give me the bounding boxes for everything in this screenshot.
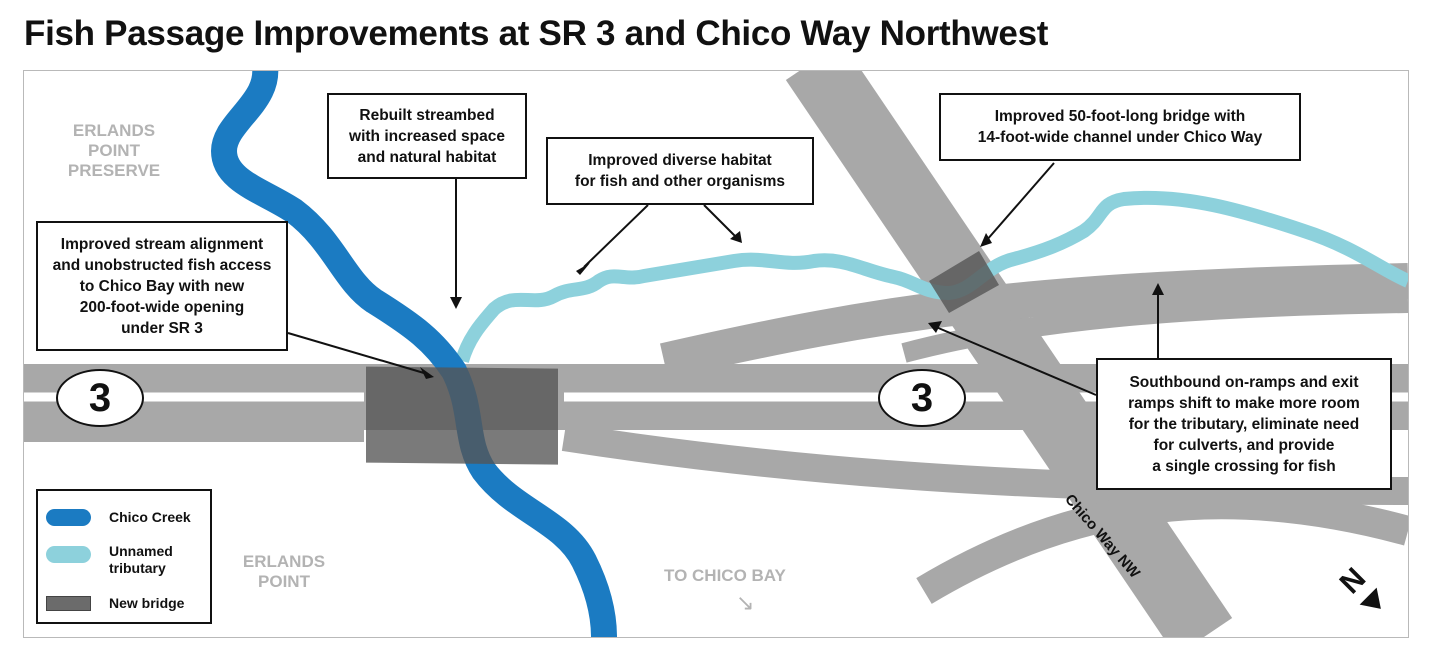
- callout-line: a single crossing for fish: [1152, 457, 1336, 475]
- tributary-stream: [455, 190, 1408, 364]
- callout-line: 200-foot-wide opening: [79, 298, 245, 316]
- callout-line: ramps shift to make more room: [1128, 394, 1360, 412]
- legend-label: New bridge: [109, 595, 185, 611]
- callout-line: 14-foot-wide channel under Chico Way: [977, 129, 1263, 146]
- north-arrow-icon: N: [1334, 562, 1381, 609]
- place-line: POINT: [88, 141, 140, 160]
- ramp-upper: [660, 263, 1408, 379]
- callout-line: Improved 50-foot-long bridge with: [994, 108, 1246, 125]
- map-legend: Chico Creek Unnamed tributary New bridge: [36, 489, 212, 624]
- to-chico-bay-label: TO CHICO BAY: [664, 566, 786, 585]
- callout-line: Improved diverse habitat: [588, 152, 772, 169]
- chico-way-road: [785, 71, 1233, 637]
- legend-label: Chico Creek: [109, 509, 191, 525]
- legend-label: Unnamed tributary: [109, 543, 173, 576]
- chico-creek: [211, 71, 617, 637]
- place-line: ERLANDS: [242, 552, 326, 571]
- callout-line: for fish and other organisms: [574, 173, 786, 190]
- place-erlands-point-preserve: ERLANDS POINT PRESERVE: [54, 121, 174, 181]
- sr3-shield-east: 3: [878, 369, 966, 427]
- tributary-swatch: [46, 545, 91, 563]
- place-line: POINT: [258, 572, 310, 591]
- callout-line: to Chico Bay with new: [79, 277, 245, 295]
- leader-arrowheads: [420, 231, 1164, 379]
- page-title: Fish Passage Improvements at SR 3 and Ch…: [24, 14, 1049, 53]
- new-bridge-swatch: [46, 596, 91, 611]
- map[interactable]: ERLANDS POINT PRESERVE ERLANDS POINT 3 3…: [23, 70, 1409, 638]
- callout-line: Rebuilt streambed: [359, 106, 495, 124]
- callout-line: and natural habitat: [357, 148, 497, 166]
- svg-text:N: N: [1334, 562, 1373, 601]
- legend-item-new-bridge: New bridge: [46, 595, 184, 612]
- callout-line: Southbound on-ramps and exit: [1129, 373, 1359, 391]
- callout-line: with increased space: [349, 127, 505, 145]
- place-erlands-point: ERLANDS POINT: [229, 552, 339, 592]
- callout-line: for the tributary, eliminate need: [1128, 415, 1360, 433]
- ramp-upper-2: [901, 293, 1408, 363]
- ramp-lower-2: [916, 489, 1408, 604]
- callout-alignment: Improved stream alignment and unobstruct…: [36, 221, 288, 351]
- new-bridge-chico-way: [929, 251, 999, 313]
- callout-line: for culverts, and provide: [1153, 436, 1335, 454]
- place-line: ERLANDS: [72, 121, 156, 140]
- legend-item-tributary: Unnamed tributary: [46, 543, 189, 577]
- arrow-down-right-icon: ↘: [736, 590, 755, 615]
- callout-ramps: Southbound on-ramps and exit ramps shift…: [1096, 358, 1392, 490]
- legend-item-chico-creek: Chico Creek: [46, 509, 191, 526]
- callout-bridge: Improved 50-foot-long bridge with 14-foo…: [939, 93, 1301, 161]
- callout-line: Improved stream alignment: [60, 235, 264, 253]
- callout-line: and unobstructed fish access: [52, 256, 272, 274]
- sr3-shield-west: 3: [56, 369, 144, 427]
- callout-streambed: Rebuilt streambed with increased space a…: [327, 93, 527, 179]
- new-bridge-sr3: [366, 366, 558, 465]
- leader-lines: [287, 162, 1159, 396]
- chico-creek-swatch: [46, 509, 91, 526]
- place-line: PRESERVE: [67, 161, 161, 180]
- callout-line: under SR 3: [121, 319, 203, 337]
- callout-habitat: Improved diverse habitat for fish and ot…: [546, 137, 814, 205]
